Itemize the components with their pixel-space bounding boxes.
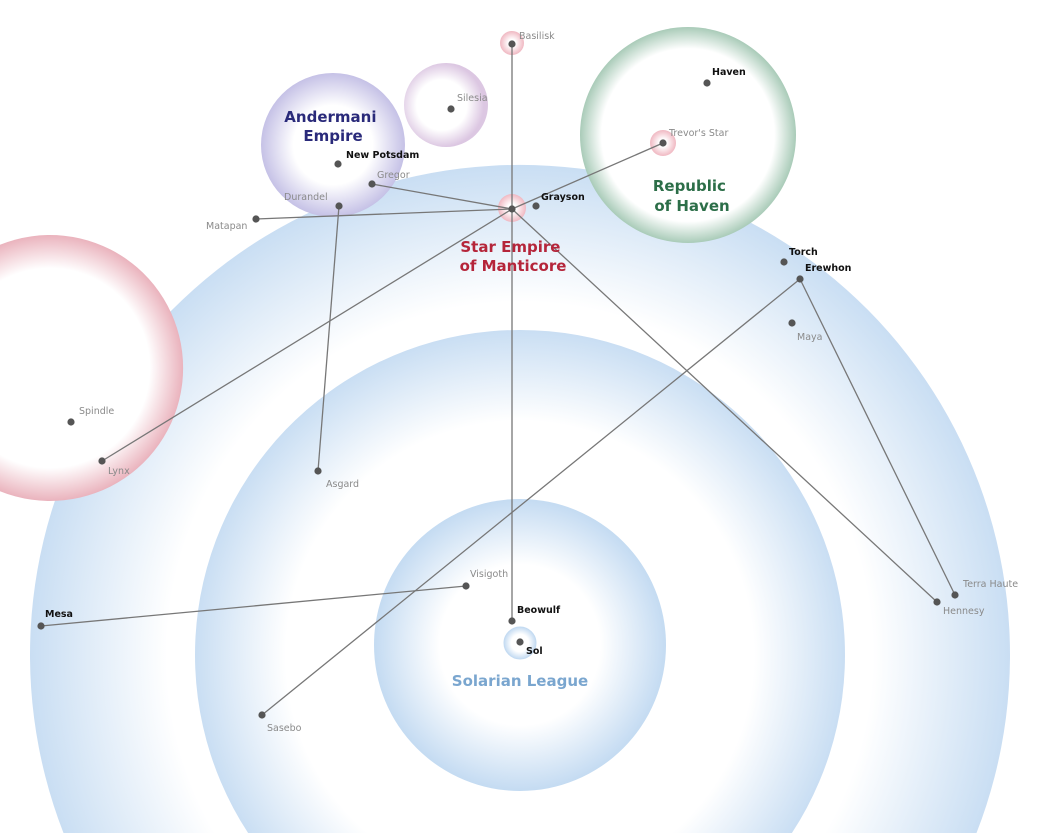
star-lynx (98, 457, 106, 465)
star-label-erewhon: Erewhon (805, 263, 852, 274)
star-label-grayson: Grayson (541, 192, 585, 203)
star-label-lynx: Lynx (108, 466, 130, 477)
connection-manticore-lynx (101, 208, 513, 462)
connection-durandel-asgard (317, 205, 340, 472)
star-label-maya: Maya (797, 332, 822, 343)
region-label-manticore: Star Empire of Manticore (460, 238, 567, 275)
star-manticore (508, 205, 516, 213)
left-red-region (0, 235, 184, 501)
star-label-beowulf: Beowulf (517, 605, 561, 616)
star-label-matapan: Matapan (206, 221, 247, 232)
star-new-potsdam (334, 160, 342, 168)
star-label-durandel: Durandel (284, 192, 328, 203)
region-label-haven: Republic of Haven (653, 177, 731, 215)
star-hennesy (933, 598, 941, 606)
star-gregor (368, 180, 376, 188)
star-sasebo (258, 711, 266, 719)
star-trevor-s-star (659, 139, 667, 147)
andermani-region (261, 73, 405, 217)
haven-region (580, 27, 796, 243)
star-label-mesa: Mesa (45, 609, 73, 620)
connection-manticore-gregor (371, 183, 513, 210)
star-label-silesia: Silesia (457, 93, 488, 104)
connection-mesa-visigoth (40, 585, 467, 627)
star-grayson (532, 202, 540, 210)
connection-erewhon-terra-haute (799, 278, 956, 596)
star-label-haven: Haven (712, 67, 746, 78)
star-label-sasebo: Sasebo (267, 723, 302, 734)
connections (40, 44, 956, 716)
star-sol (516, 638, 524, 646)
star-spindle (67, 418, 75, 426)
star-label-visigoth: Visigoth (470, 569, 508, 580)
connection-erewhon-sasebo (261, 278, 801, 716)
star-label-asgard: Asgard (326, 479, 359, 490)
star-silesia (447, 105, 455, 113)
connection-manticore-trevor-s-star (511, 142, 664, 210)
star-mesa (37, 622, 45, 630)
region-label-andermani: Andermani Empire (284, 108, 381, 145)
star-label-spindle: Spindle (79, 406, 114, 417)
star-torch (780, 258, 788, 266)
star-label-new-potsdam: New Potsdam (346, 150, 419, 161)
star-label-terra-haute: Terra Haute (962, 579, 1018, 590)
connection-manticore-matapan (255, 208, 513, 220)
star-label-gregor: Gregor (377, 170, 410, 181)
region-label-solarian: Solarian League (452, 672, 588, 690)
star-label-hennesy: Hennesy (943, 606, 985, 617)
star-label-torch: Torch (789, 247, 818, 258)
star-haven (703, 79, 711, 87)
star-erewhon (796, 275, 804, 283)
star-beowulf (508, 617, 516, 625)
star-visigoth (462, 582, 470, 590)
star-asgard (314, 467, 322, 475)
star-durandel (335, 202, 343, 210)
solarian-rings (29, 164, 1010, 833)
silesian-confederacy-region (404, 63, 488, 147)
star-label-sol: Sol (526, 646, 543, 657)
star-label-basilisk: Basilisk (519, 31, 555, 42)
star-matapan (252, 215, 260, 223)
star-label-trevor-s-star: Trevor's Star (668, 128, 728, 139)
star-basilisk (508, 40, 516, 48)
connection-manticore-hennesy (511, 208, 938, 603)
star-terra-haute (951, 591, 959, 599)
star-maya (788, 319, 796, 327)
